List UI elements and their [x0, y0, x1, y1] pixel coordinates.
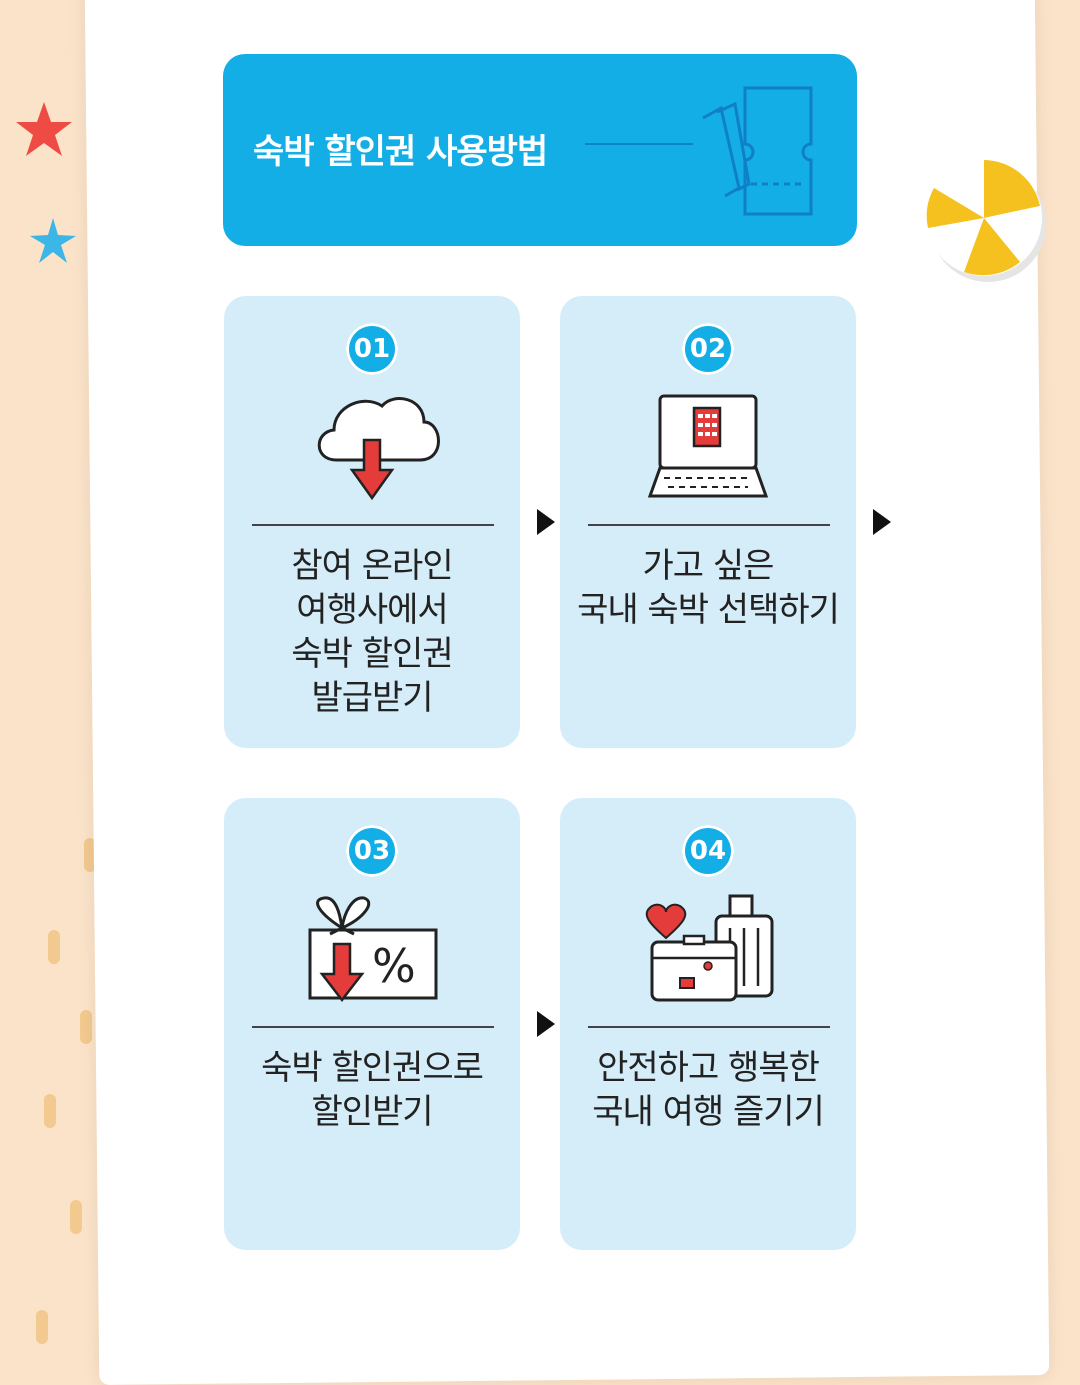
step-number-badge: 02: [682, 323, 734, 375]
step-card-3: 03 % 숙박 할인권으로 할인받기: [224, 798, 520, 1250]
header-divider: [585, 143, 693, 145]
header-banner: 숙박 할인권 사용방법: [223, 54, 857, 246]
arrow-right-icon: [873, 509, 891, 535]
step-card-2: 02 가고 싶은 국내 숙박 선택하기: [560, 296, 856, 748]
laptop-hotel-icon: [647, 394, 769, 498]
step-card-4: 04 안전하고 행복한 국내 여행 즐기기: [560, 798, 856, 1250]
step-divider: [252, 524, 494, 526]
ticket-icon: [702, 86, 813, 216]
sand-footprint: [70, 1200, 82, 1234]
step-description: 안전하고 행복한 국내 여행 즐기기: [592, 1048, 825, 1132]
step-divider: [588, 524, 830, 526]
sand-footprint: [44, 1094, 56, 1128]
beach-ball-icon: [926, 159, 1046, 282]
step-number-badge: 01: [346, 323, 398, 375]
step-divider: [588, 1026, 830, 1028]
page-title: 숙박 할인권 사용방법: [253, 132, 548, 172]
starfish-icon: [30, 218, 76, 263]
step-number-badge: 04: [682, 825, 734, 877]
svg-text:%: %: [372, 939, 416, 993]
sand-footprint: [80, 1010, 92, 1044]
step-divider: [252, 1026, 494, 1028]
luggage-heart-icon: [645, 894, 774, 1002]
arrow-right-icon: [537, 1011, 555, 1037]
sand-footprint: [36, 1310, 48, 1344]
cloud-download-icon: [317, 397, 440, 501]
step-description: 참여 온라인 여행사에서 숙박 할인권 발급받기: [291, 546, 453, 718]
gift-coupon-icon: %: [308, 896, 438, 1003]
arrow-right-icon: [537, 509, 555, 535]
step-number-badge: 03: [346, 825, 398, 877]
sand-footprint: [48, 930, 60, 964]
step-description: 숙박 할인권으로 할인받기: [261, 1048, 484, 1132]
step-description: 가고 싶은 국내 숙박 선택하기: [577, 546, 840, 630]
step-card-1: 01 참여 온라인 여행사에서 숙박 할인권 발급받기: [224, 296, 520, 748]
star-icon: [16, 102, 72, 156]
